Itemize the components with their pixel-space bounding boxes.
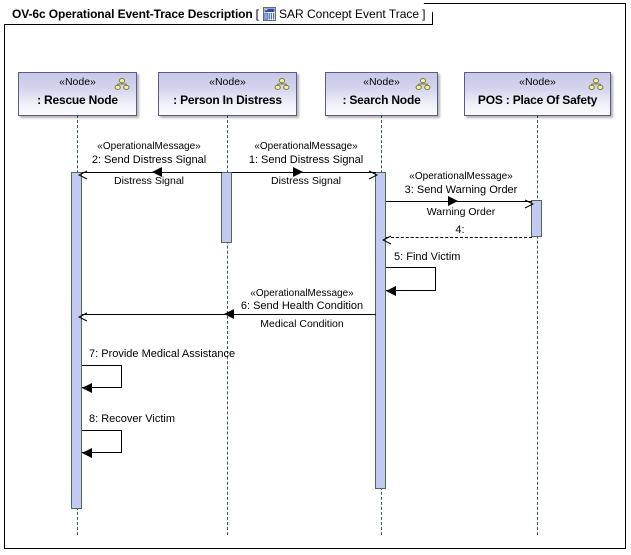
message-6-endpoint-tip (77, 309, 88, 322)
message-4-endpoint-tip (381, 232, 392, 245)
message-8-label: 8: Recover Victim (89, 413, 175, 425)
deployment-node-icon (415, 78, 431, 91)
message-6-stereotype: «OperationalMessage» (250, 288, 354, 299)
lifeline-rescue-name: : Rescue Node (37, 93, 118, 107)
message-1-signal: Distress Signal (270, 175, 342, 187)
sequence-diagram-icon (263, 7, 276, 21)
message-1-line (232, 172, 376, 173)
message-5-arrowhead (386, 286, 396, 296)
activation-rescue (71, 172, 82, 509)
lifeline-person-stereotype: «Node» (209, 76, 246, 88)
message-3-stereotype: «OperationalMessage» (409, 171, 513, 182)
lifeline-head-person[interactable]: «Node» : Person In Distress (158, 72, 297, 116)
deployment-node-icon (588, 78, 604, 91)
message-3-endpoint-tip (524, 196, 535, 209)
message-2-label: 2: Send Distress Signal (91, 154, 207, 166)
message-2-stereotype: «OperationalMessage» (97, 141, 201, 152)
lifeline-head-search[interactable]: «Node» : Search Node (325, 72, 438, 116)
lifeline-person-name: : Person In Distress (173, 93, 282, 107)
message-6-arrowhead (224, 309, 234, 319)
lifeline-pos (537, 115, 538, 535)
lifeline-rescue-stereotype: «Node» (59, 76, 96, 88)
lifeline-head-pos[interactable]: «Node» POS : Place Of Safety (464, 72, 611, 116)
message-2-signal: Distress Signal (113, 175, 185, 187)
message-3-line (386, 201, 532, 202)
message-8-loop (82, 430, 122, 453)
message-5-label: 5: Find Victim (394, 251, 461, 263)
bracket-close: ] (422, 6, 426, 21)
lifeline-person (227, 115, 228, 535)
deployment-node-icon (114, 78, 130, 91)
diagram-name: SAR Concept Event Trace (279, 6, 420, 21)
message-3-arrowhead (448, 196, 458, 206)
bracket-open: [ (255, 6, 259, 21)
message-8-arrowhead (82, 448, 92, 458)
message-1-label: 1: Send Distress Signal (248, 154, 364, 166)
message-7-arrowhead (82, 383, 92, 393)
message-7-label: 7: Provide Medical Assistance (89, 348, 236, 360)
message-6-label: 6: Send Health Condition (240, 300, 364, 312)
activation-search (375, 172, 386, 489)
message-1-endpoint-tip (368, 167, 379, 180)
message-1-stereotype: «OperationalMessage» (254, 141, 358, 152)
lifeline-pos-name: POS : Place Of Safety (477, 93, 598, 107)
message-6-signal: Medical Condition (260, 318, 344, 330)
message-3-signal: Warning Order (426, 206, 496, 218)
lifeline-head-rescue[interactable]: «Node» : Rescue Node (18, 72, 137, 116)
message-2-endpoint-tip (77, 167, 88, 180)
message-4-line (386, 237, 532, 238)
message-1-arrowhead (293, 167, 303, 177)
activation-pos (531, 200, 542, 237)
message-5-loop (386, 267, 436, 291)
page-title: OV-6c Operational Event-Trace Descriptio… (12, 6, 253, 21)
activation-person (221, 172, 232, 243)
message-2-arrowhead (152, 167, 162, 177)
lifeline-search-name: : Search Node (342, 93, 421, 107)
message-7-loop (82, 365, 122, 388)
lifeline-search-stereotype: «Node» (363, 76, 400, 88)
deployment-node-icon (274, 78, 290, 91)
diagram-frame-label: OV-6c Operational Event-Trace Descriptio… (4, 3, 433, 25)
lifeline-pos-stereotype: «Node» (519, 76, 556, 88)
message-3-label: 3: Send Warning Order (404, 184, 518, 196)
message-4-label: 4: (455, 224, 465, 236)
